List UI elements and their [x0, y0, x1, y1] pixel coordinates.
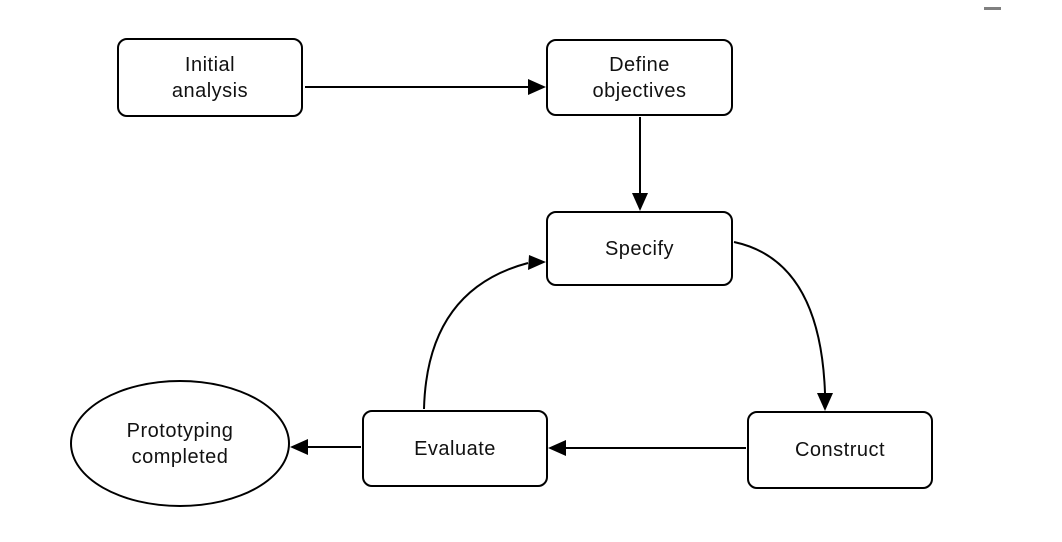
arrowhead-into-evaluate	[548, 440, 566, 456]
arrowhead-into-define	[528, 79, 546, 95]
node-initial-analysis-label-line1: Initial	[184, 53, 236, 76]
node-prototyping-label-line1: Prototyping	[126, 419, 234, 442]
arrowhead-into-specify-left	[528, 255, 546, 270]
node-initial-analysis-label-line2: analysis	[171, 79, 249, 102]
node-define-objectives-label-line2: objectives	[592, 79, 687, 102]
node-specify[interactable]: Specify	[546, 211, 733, 286]
node-define-objectives[interactable]: Define objectives	[546, 39, 733, 116]
edge-specify-to-construct	[733, 241, 826, 394]
node-initial-analysis[interactable]: Initial analysis	[117, 38, 303, 117]
arrowhead-into-prototyping	[290, 439, 308, 455]
arrowhead-into-construct	[817, 393, 833, 411]
node-evaluate[interactable]: Evaluate	[362, 410, 548, 487]
node-define-objectives-label-line1: Define	[609, 53, 670, 76]
node-construct-label: Construct	[794, 439, 886, 461]
arrowhead-into-specify-top	[632, 193, 648, 211]
node-construct[interactable]: Construct	[747, 411, 933, 489]
node-prototyping-completed[interactable]: Prototyping completed	[70, 380, 290, 507]
minimize-dash-icon	[984, 7, 1001, 10]
node-prototyping-label-line2: completed	[131, 445, 229, 468]
node-specify-label: Specify	[604, 237, 675, 260]
edge-evaluate-to-specify	[423, 262, 529, 410]
node-evaluate-label: Evaluate	[414, 437, 496, 460]
